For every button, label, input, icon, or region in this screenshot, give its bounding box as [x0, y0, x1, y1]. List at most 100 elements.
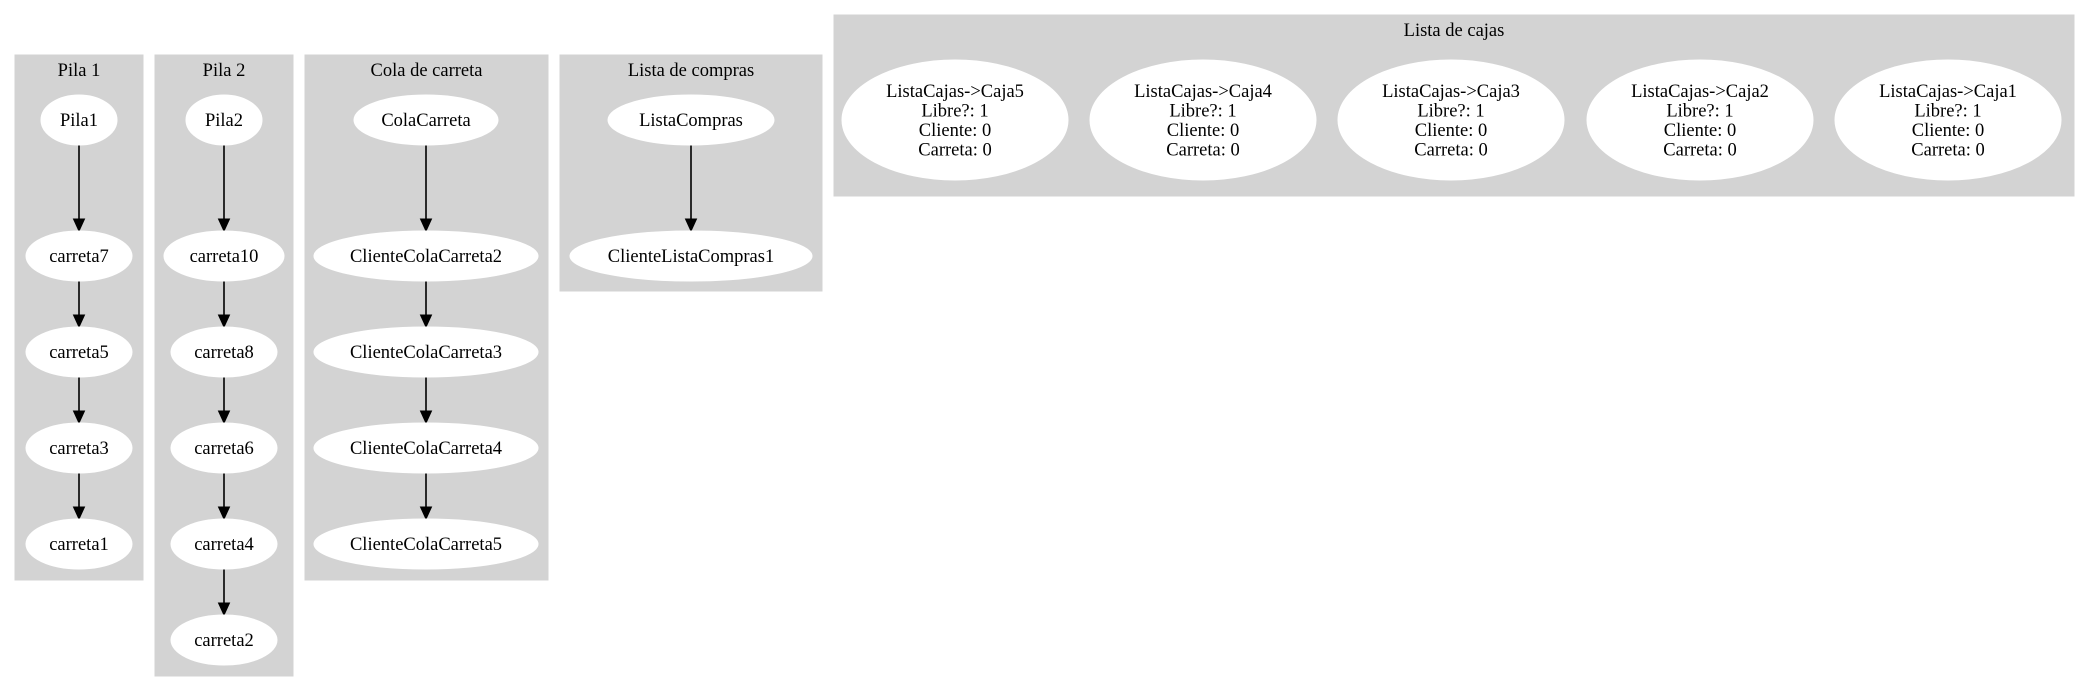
cluster-title: Lista de cajas: [1404, 21, 1505, 41]
node-carreta7: carreta7: [25, 230, 133, 282]
node-label: Libre?: 1: [1169, 101, 1236, 121]
node-cola-carreta: ColaCarreta: [353, 94, 499, 146]
node-ellipse: [25, 422, 133, 474]
node-label: Libre?: 1: [1666, 101, 1733, 121]
node-carreta6: carreta6: [170, 422, 278, 474]
arrowhead-icon: [217, 314, 231, 329]
node-label: Cliente: 0: [919, 121, 991, 141]
node-ellipse: [1089, 59, 1317, 181]
node-pila2: Pila2: [185, 94, 263, 146]
node-label: Cliente: 0: [1664, 121, 1736, 141]
node-label: ClienteListaCompras1: [608, 247, 774, 267]
node-ellipse: [1834, 59, 2062, 181]
node-cliente-cola-carreta4: ClienteColaCarreta4: [313, 422, 539, 474]
edge-pila1-to-carreta7: [72, 145, 86, 233]
node-ellipse: [607, 94, 775, 146]
arrowhead-icon: [217, 218, 231, 233]
node-label: ListaCompras: [639, 111, 743, 131]
arrowhead-icon: [217, 602, 231, 617]
node-label: ClienteColaCarreta2: [350, 247, 502, 267]
edge-carreta4-to-carreta2: [217, 569, 231, 617]
node-label: Cliente: 0: [1167, 121, 1239, 141]
node-label: carreta6: [194, 439, 254, 459]
node-label: ClienteColaCarreta5: [350, 535, 502, 555]
node-label: ClienteColaCarreta3: [350, 343, 502, 363]
node-label: Carreta: 0: [1663, 140, 1736, 160]
node-label: carreta7: [49, 247, 109, 267]
node-ellipse: [40, 94, 118, 146]
node-ellipse: [569, 230, 813, 282]
node-label: Carreta: 0: [918, 140, 991, 160]
node-carreta10: carreta10: [163, 230, 285, 282]
node-carreta2: carreta2: [170, 614, 278, 666]
edge-cliente-cola-carreta3-to-cliente-cola-carreta4: [419, 377, 433, 425]
node-label: carreta1: [49, 535, 109, 555]
node-cliente-cola-carreta5: ClienteColaCarreta5: [313, 518, 539, 570]
node-cliente-lista-compras1: ClienteListaCompras1: [569, 230, 813, 282]
node-ellipse: [313, 230, 539, 282]
node-ellipse: [185, 94, 263, 146]
node-ellipse: [313, 518, 539, 570]
edge-carreta10-to-carreta8: [217, 281, 231, 329]
node-ellipse: [25, 230, 133, 282]
node-label: ListaCajas->Caja5: [886, 82, 1024, 102]
node-label: Cliente: 0: [1415, 121, 1487, 141]
node-label: ListaCajas->Caja2: [1631, 82, 1769, 102]
node-label: Carreta: 0: [1414, 140, 1487, 160]
node-label: carreta4: [194, 535, 254, 555]
edge-cliente-cola-carreta2-to-cliente-cola-carreta3: [419, 281, 433, 329]
node-ellipse: [170, 422, 278, 474]
arrowhead-icon: [419, 314, 433, 329]
node-ellipse: [170, 518, 278, 570]
edge-carreta7-to-carreta5: [72, 281, 86, 329]
node-label: Pila2: [205, 111, 243, 131]
node-carreta5: carreta5: [25, 326, 133, 378]
node-carreta8: carreta8: [170, 326, 278, 378]
cluster-title: Pila 1: [58, 61, 101, 81]
node-ellipse: [313, 422, 539, 474]
node-label: Libre?: 1: [1417, 101, 1484, 121]
node-ellipse: [25, 326, 133, 378]
node-carreta4: carreta4: [170, 518, 278, 570]
cluster-title: Pila 2: [203, 61, 246, 81]
arrowhead-icon: [217, 410, 231, 425]
cluster-title: Lista de compras: [628, 61, 754, 81]
node-ellipse: [353, 94, 499, 146]
node-pila1: Pila1: [40, 94, 118, 146]
node-ellipse: [170, 614, 278, 666]
arrowhead-icon: [419, 218, 433, 233]
arrowhead-icon: [72, 506, 86, 521]
node-label: carreta10: [190, 247, 259, 267]
arrowhead-icon: [419, 410, 433, 425]
node-carreta1: carreta1: [25, 518, 133, 570]
edge-carreta6-to-carreta4: [217, 473, 231, 521]
node-cliente-cola-carreta3: ClienteColaCarreta3: [313, 326, 539, 378]
arrowhead-icon: [419, 506, 433, 521]
node-ellipse: [841, 59, 1069, 181]
node-lista-compras: ListaCompras: [607, 94, 775, 146]
edge-pila2-to-carreta10: [217, 145, 231, 233]
node-label: ColaCarreta: [381, 111, 470, 131]
cluster-title: Cola de carreta: [371, 61, 483, 81]
node-carreta3: carreta3: [25, 422, 133, 474]
edge-carreta5-to-carreta3: [72, 377, 86, 425]
edge-cliente-cola-carreta4-to-cliente-cola-carreta5: [419, 473, 433, 521]
node-ellipse: [170, 326, 278, 378]
edge-carreta8-to-carreta6: [217, 377, 231, 425]
node-label: ClienteColaCarreta4: [350, 439, 502, 459]
arrowhead-icon: [72, 410, 86, 425]
node-label: carreta8: [194, 343, 254, 363]
node-ellipse: [163, 230, 285, 282]
edge-cola-carreta-to-cliente-cola-carreta2: [419, 145, 433, 233]
node-ellipse: [1337, 59, 1565, 181]
node-cliente-cola-carreta2: ClienteColaCarreta2: [313, 230, 539, 282]
node-label: ListaCajas->Caja1: [1879, 82, 2017, 102]
edge-lista-compras-to-cliente-lista-compras1: [684, 145, 698, 233]
arrowhead-icon: [217, 506, 231, 521]
